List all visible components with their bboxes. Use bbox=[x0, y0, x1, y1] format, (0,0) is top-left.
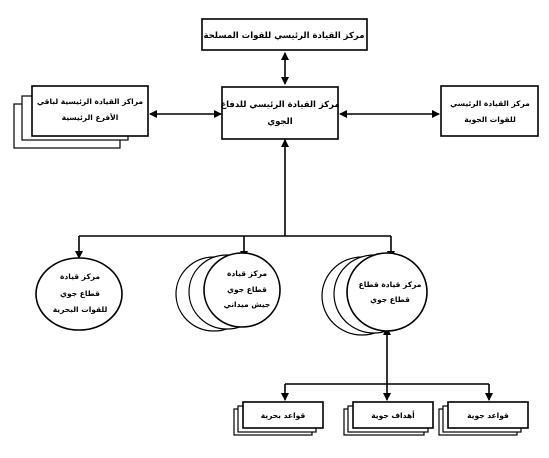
node-air-bases: قواعد جوية bbox=[438, 401, 529, 436]
node-air-targets: أهداف جوية bbox=[343, 401, 434, 436]
node-sector-center-3-line2: قطاع جوي bbox=[60, 289, 100, 298]
node-sector-center-3-line3: للقوات البحرية bbox=[53, 305, 108, 314]
node-air-force-hq-line2: للقوات الجوية bbox=[464, 115, 516, 124]
node-sector-center-3: مركز قيادة قطاع جوي للقوات البحرية bbox=[35, 257, 123, 331]
node-armed-forces-hq: مركز القيادة الرئيسي للقوات المسلحة bbox=[201, 18, 368, 51]
node-other-branches-hq-line2: الأفرع الرئيسية bbox=[62, 113, 119, 122]
node-air-force-hq-line1: مركز القيادة الرئيسي bbox=[450, 99, 530, 108]
node-sector-center-2-line3: جيش ميداني bbox=[224, 300, 271, 309]
node-naval-bases-label: قواعد بحرية bbox=[261, 411, 306, 420]
node-air-defense-hq: مركز القيادة الرئيسي للدفاع الجوي bbox=[220, 86, 340, 140]
node-air-defense-hq-line1: مركز القيادة الرئيسي للدفاع bbox=[220, 100, 339, 110]
node-other-branches-hq: مراكز القيادة الرئيسية لباقي الأفرع الرئ… bbox=[13, 85, 149, 149]
node-sector-center-1-line2: قطاع جوي bbox=[370, 295, 410, 304]
node-sector-center-1-line1: مركز قيادة قطاع bbox=[359, 280, 422, 289]
node-armed-forces-hq-label: مركز القيادة الرئيسي للقوات المسلحة bbox=[204, 31, 365, 41]
node-air-bases-label: قواعد جوية bbox=[467, 411, 509, 420]
node-air-force-hq: مركز القيادة الرئيسي للقوات الجوية bbox=[440, 85, 539, 137]
node-air-targets-label: أهداف جوية bbox=[371, 410, 414, 420]
node-naval-bases: قواعد بحرية bbox=[233, 401, 324, 436]
node-sector-center-3-line1: مركز قيادة bbox=[60, 272, 100, 281]
node-sector-center-2-line2: قطاع جوي bbox=[227, 285, 267, 294]
node-air-defense-hq-line2: الجوي bbox=[267, 117, 292, 127]
connectors bbox=[75, 52, 493, 401]
node-sector-center-2-line1: مركز قيادة bbox=[227, 269, 267, 278]
node-sector-center-1: مركز قيادة قطاع قطاع جوي bbox=[321, 252, 428, 336]
node-other-branches-hq-line1: مراكز القيادة الرئيسية لباقي bbox=[37, 97, 143, 106]
node-sector-center-2: مركز قيادة قطاع جوي جيش ميداني bbox=[175, 252, 281, 332]
